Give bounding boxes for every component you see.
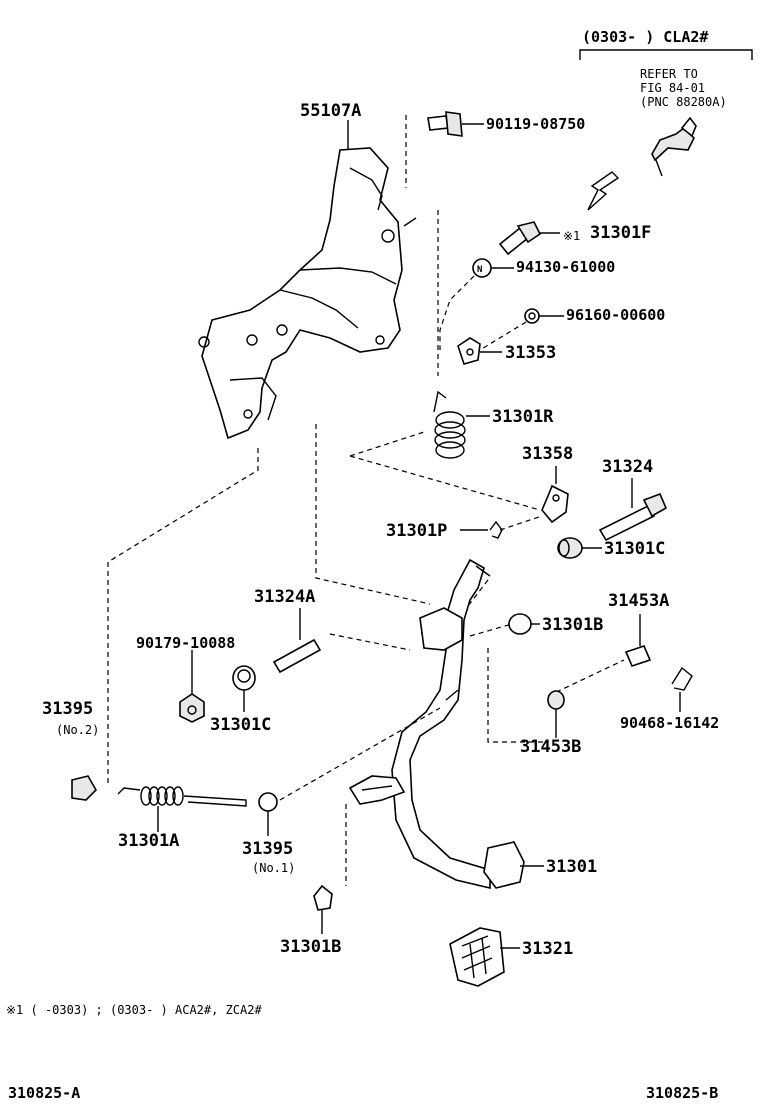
label-no1: (No.1) [252,861,295,875]
clip-90468-16142 [671,666,693,691]
dash-31453 [487,648,548,743]
refer-text-2: FIG 84-01 [640,81,705,95]
label-31324: 31324 [602,457,653,477]
bushing-31301C-right [557,537,583,559]
bolt-90119-08750 [427,111,463,137]
dash-31324A [329,633,411,651]
footer-left-code: 310825-A [8,1084,80,1102]
label-31453A: 31453A [608,591,669,611]
nut-90179-10088 [179,650,205,723]
dash-bracket-left [107,448,259,786]
label-90468-16142: 90468-16142 [620,714,719,732]
label-31353: 31353 [505,343,556,363]
label-90179-10088: 90179-10088 [136,634,235,652]
label-31301B-bottom: 31301B [280,937,341,957]
clutch-switch-sensor [651,116,697,177]
pin-31301F [498,221,542,256]
pedal-pad-mount [483,841,525,889]
stopper-31301B-mid [508,613,532,635]
spring-31301A [117,786,247,832]
range-label: (0303- ) CLA2# [582,28,708,46]
pedal-pad-31321 [449,927,505,987]
dash-arm-left [315,424,431,605]
label-55107A: 55107A [300,101,361,121]
note-mark: ※1 [563,229,580,243]
label-90119-08750: 90119-08750 [486,115,585,133]
bushing-31301C-left [232,665,256,712]
label-31395-no1: 31395 [242,839,293,859]
bushing-31395-no2 [71,775,97,801]
label-96160-00600: 96160-00600 [566,306,665,324]
label-31301P: 31301P [386,521,447,541]
label-31395-no2: 31395 [42,699,93,719]
label-31301C-left: 31301C [210,715,271,735]
label-31301B-mid: 31301B [542,615,603,635]
nut-31453B [547,690,565,710]
refer-text-1: REFER TO [640,67,698,81]
label-31358: 31358 [522,444,573,464]
label-31301: 31301 [546,857,597,877]
bushing-31353 [457,337,481,365]
pin-31324A [272,608,322,674]
plate-31358 [541,484,569,524]
pedal-bracket [198,147,417,440]
label-31324A: 31324A [254,587,315,607]
nut-94130-61000: N [472,258,492,278]
dash-nut-stack [439,275,475,350]
label-31301A: 31301A [118,831,179,851]
reference-arrow-icon [587,171,620,211]
bolt-31324 [598,492,668,542]
dash-spring [349,431,541,511]
label-31301R: 31301R [492,407,554,427]
clip-31301P [489,520,503,539]
label-31301C-right: 31301C [604,539,665,559]
stopper-31301B-bottom [313,884,333,934]
dash-clip [499,515,543,531]
dash-arm-top [467,579,489,607]
range-bracket [579,49,753,60]
footer-right-code: 310825-B [646,1084,718,1102]
label-no2: (No.2) [56,723,99,737]
clutch-pedal-arm [391,558,491,890]
spring-31301R [433,390,466,459]
bushing-31395-no1 [258,792,278,836]
footnote: ※1 ( -0303) ; (0303- ) ACA2#, ZCA2# [6,1003,262,1017]
bolt-31453A [624,614,652,667]
dash-31453-bolt [547,659,625,697]
svg-text:N: N [477,265,482,275]
label-31301F: 31301F [590,223,651,243]
label-94130-61000: 94130-61000 [516,258,615,276]
dash-31301B-mid [469,623,513,637]
washer-96160-00600 [524,308,540,324]
refer-text-3: (PNC 88280A) [640,95,727,109]
label-31321: 31321 [522,939,573,959]
dash-31395-arm [279,707,441,801]
arm-stopper-bracket [348,775,406,805]
label-31453B: 31453B [520,737,581,757]
